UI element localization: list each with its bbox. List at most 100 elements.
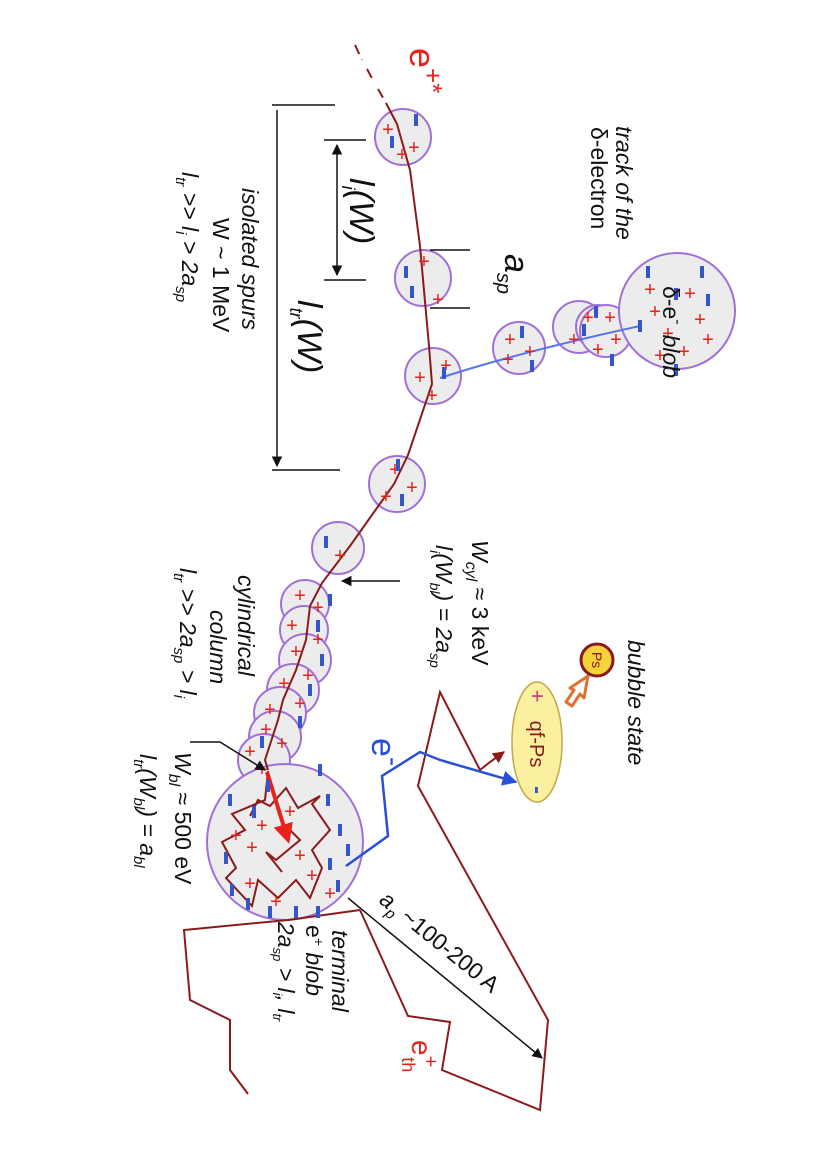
minus-charge	[230, 884, 234, 896]
minus-charge	[228, 794, 232, 806]
plus-charge: +	[284, 801, 296, 823]
thermal-positron-path-outer	[182, 909, 361, 1095]
plus-charge: +	[592, 339, 604, 361]
minus-charge	[324, 536, 328, 548]
bubble-state-label: bubble state	[623, 640, 649, 765]
tangled-track	[220, 770, 332, 909]
plus-charge: +	[432, 289, 444, 311]
isolated-spurs-title: isolated spurs	[237, 188, 263, 330]
plus-charge: +	[278, 673, 290, 695]
minus-charge	[414, 114, 418, 126]
spur	[311, 521, 365, 575]
plus-charge: +	[684, 283, 696, 305]
qf-ps-state: + qf-Ps -	[511, 681, 563, 803]
plus-charge: +	[302, 665, 314, 687]
minus-charge	[674, 364, 678, 376]
plus-charge: +	[256, 815, 268, 837]
qf-ps-minus: -	[524, 786, 551, 794]
minus-charge	[268, 906, 272, 918]
plus-charge: +	[504, 329, 516, 351]
plus-charge: +	[294, 693, 306, 715]
plus-charge: +	[654, 345, 666, 367]
charges-group: ++++++++++++++++++++++++++++++++++++++++…	[224, 114, 714, 918]
minus-charge	[346, 844, 350, 856]
plus-charge: +	[702, 329, 714, 351]
ltr-w-label: ltr(W)	[286, 300, 328, 373]
minus-charge	[252, 806, 256, 818]
terminal-label-3: 2asp > li, ltr	[270, 921, 299, 1022]
excited-positron-label: e+*	[402, 48, 448, 93]
plus-charge: +	[524, 341, 536, 363]
delta-electron-track	[439, 325, 641, 379]
dimension-lines	[190, 104, 543, 1059]
minus-charge	[390, 136, 394, 148]
electron-label: e-	[364, 738, 409, 766]
minus-charge	[700, 266, 704, 278]
isolated-spurs-energy: W ~ 1 MeV	[208, 218, 234, 333]
minus-charge	[260, 736, 264, 748]
plus-charge: +	[246, 837, 258, 859]
ltr-wbl-label: ltr(Wbl) = abl	[130, 754, 161, 868]
cyl-title-1: cylindrical	[233, 575, 259, 677]
plus-charge: +	[324, 883, 336, 905]
plus-charge: +	[244, 873, 256, 895]
minus-charge	[246, 898, 250, 910]
spur	[492, 321, 546, 375]
plus-charge: +	[610, 329, 622, 351]
ap-label: ap ~100-200 A	[372, 886, 505, 1002]
delta-blob-label: δ-e-blob	[658, 286, 686, 378]
plus-charge: +	[382, 119, 394, 141]
positron-thermalization-arrow	[265, 771, 293, 844]
minus-charge	[224, 852, 228, 864]
plus-charge: +	[312, 597, 324, 619]
plus-charge: +	[264, 699, 276, 721]
wbl-label: Wbl ≈ 500 eV	[165, 752, 196, 885]
plus-charge: +	[294, 845, 306, 867]
isolated-spurs-condition: ltr >> li > 2asp	[172, 172, 203, 302]
minus-charge	[530, 360, 534, 372]
minus-charge	[328, 858, 332, 870]
spur-group	[206, 108, 736, 921]
plus-charge: +	[380, 486, 392, 508]
plus-charge: +	[426, 385, 438, 407]
minus-charge	[400, 494, 404, 506]
qf-ps-label: qf-Ps	[525, 721, 547, 768]
plus-charge: +	[389, 459, 401, 481]
plus-charge: +	[306, 865, 318, 887]
minus-charge	[320, 654, 324, 666]
terminal-label-2: e+ blob	[301, 925, 327, 996]
minus-charge	[318, 764, 322, 776]
delta-track-label-2: δ-electron	[586, 127, 612, 229]
qf-ps-plus: +	[525, 690, 550, 703]
transition-arrow	[564, 674, 590, 708]
thermal-positron-path	[359, 689, 550, 1112]
plus-charge: +	[414, 367, 426, 389]
cyl-condition: ltr >> 2asp > li	[170, 568, 201, 699]
wcyl-label: Wcyl ≈ 3 keV	[462, 540, 493, 666]
plus-charge: +	[406, 477, 418, 499]
delta-track-label-1: track of the	[611, 126, 637, 240]
minus-charge	[706, 294, 710, 306]
plus-charge: +	[244, 741, 256, 763]
plus-charge: +	[270, 891, 282, 913]
spur	[404, 347, 462, 405]
minus-charge	[410, 286, 414, 298]
positron-track	[263, 44, 434, 771]
minus-charge	[308, 684, 312, 696]
plus-charge: +	[582, 307, 594, 329]
minus-charge	[594, 306, 598, 318]
plus-charge: +	[408, 137, 420, 159]
plus-charge: +	[502, 349, 514, 371]
minus-charge	[328, 594, 332, 606]
wcyl-condition: li(Wbl) = 2asp	[427, 545, 457, 668]
minus-charge	[338, 824, 342, 836]
minus-charge	[610, 354, 614, 366]
plus-charge: +	[334, 545, 346, 567]
minus-charge	[396, 459, 400, 471]
minus-charge	[582, 324, 586, 336]
minus-charge	[266, 780, 270, 792]
plus-charge: +	[312, 629, 324, 651]
minus-charge	[294, 906, 298, 918]
plus-charge: +	[678, 341, 690, 363]
